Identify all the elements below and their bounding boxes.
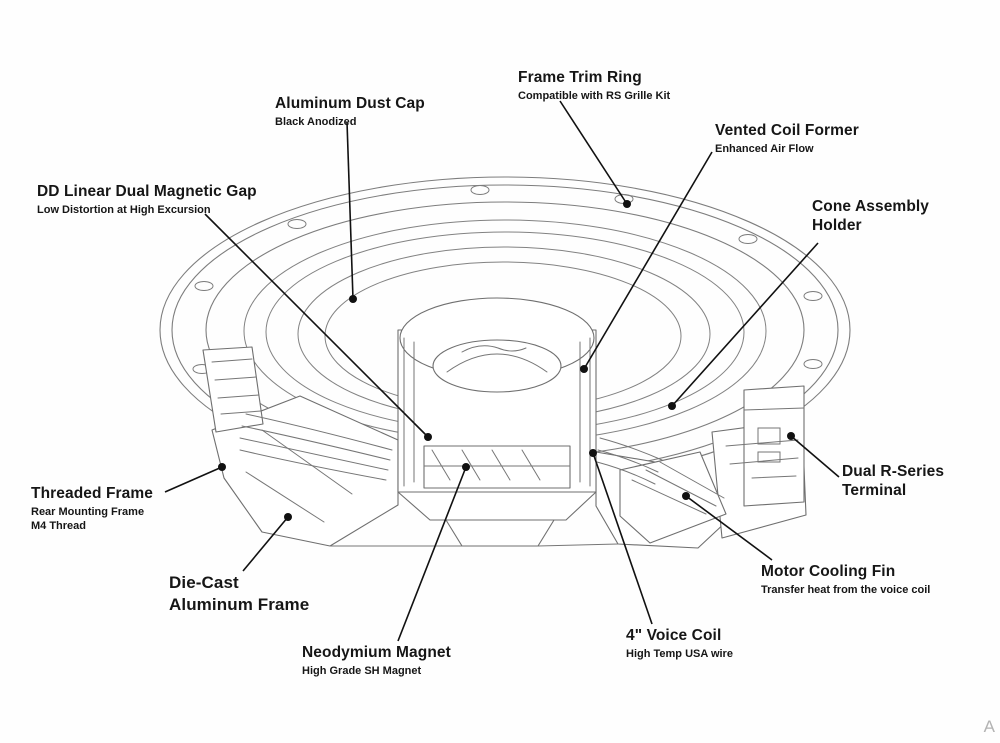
basket-ribs-left [245,429,353,523]
mounting-hole [803,359,823,369]
mounting-hole [803,291,823,301]
mounting-hole [287,219,307,229]
right-rim-lines [725,439,799,465]
bottom-yoke [397,491,597,521]
terminal-connector-lower [757,451,781,463]
bottom-foot [445,519,555,547]
magnet-block [423,445,571,489]
mounting-hole [194,281,214,291]
watermark-letter: A [983,717,995,736]
left-flange-section [202,346,264,433]
cone-bowl-inner [432,339,562,393]
terminal-connector-upper [757,427,781,445]
terminal-block [743,385,805,507]
terminal-lines [743,407,805,479]
mounting-hole [470,185,490,195]
mounting-hole [738,234,758,244]
dust-cap-squiggle [461,345,527,353]
cross-section-solids [202,297,807,549]
magnet-hatching [423,449,571,481]
mounting-hole [614,194,634,204]
dust-cap-dome [446,353,548,373]
